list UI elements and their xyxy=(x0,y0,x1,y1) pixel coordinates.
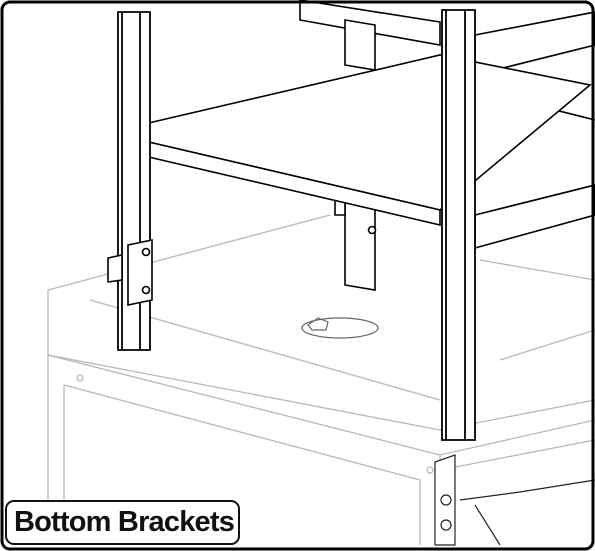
front-right-leg xyxy=(441,9,476,441)
appliance-outline xyxy=(47,214,595,545)
bottom-bracket-left xyxy=(107,239,153,306)
cover-plate xyxy=(301,317,379,339)
caption-label: Bottom Brackets xyxy=(5,500,240,545)
side-panel xyxy=(434,454,595,546)
